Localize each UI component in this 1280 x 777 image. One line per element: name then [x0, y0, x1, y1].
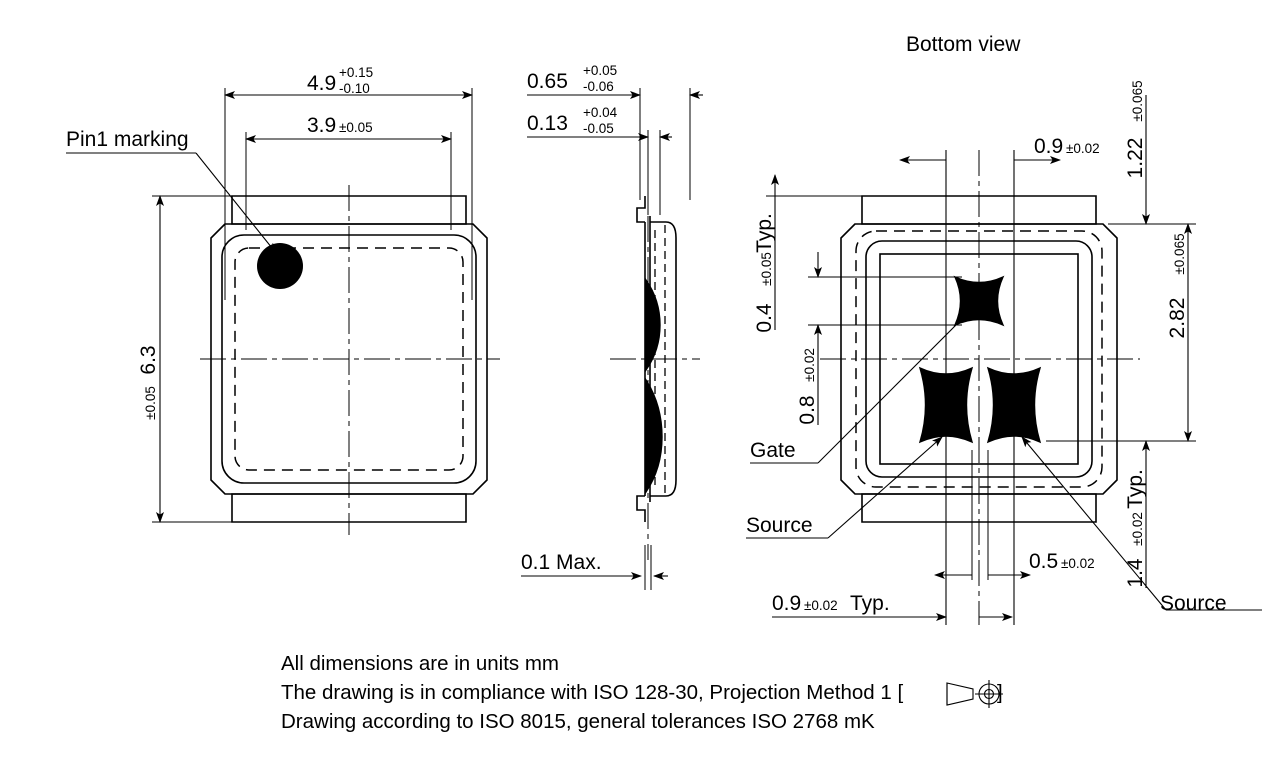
bottom-view-body-outline — [840, 223, 1118, 495]
source-label-right: Source — [1160, 592, 1227, 615]
top-view: 4.9 +0.15 -0.10 3.9 ±0.05 6.3 ±0.05 — [66, 65, 500, 535]
note-line-1: All dimensions are in units mm — [281, 652, 559, 675]
side-view-pad-lower — [645, 377, 663, 495]
side-view-tab-top — [636, 196, 646, 223]
dim-top-width-outer-value: 4.9 — [307, 72, 336, 95]
dim-edge-to-pad-top-value: 0.4 — [753, 303, 776, 333]
dim-gate-offset-top-tol: ±0.065 — [1130, 80, 1145, 121]
dim-source-pad-width-tol: ±0.02 — [804, 598, 838, 613]
first-angle-projection-symbol — [946, 680, 1003, 708]
dim-gate-offset-top — [1108, 95, 1196, 225]
side-view-pad-upper — [645, 277, 661, 373]
source-label-left: Source — [746, 514, 813, 537]
dim-gate-offset-top-value: 1.22 — [1124, 138, 1147, 179]
dim-side-standoff-tol-lower: -0.05 — [583, 121, 614, 136]
dim-top-width-inner-value: 3.9 — [307, 114, 336, 137]
pin1-marking-dot — [257, 243, 303, 289]
note-line-2a: The drawing is in compliance with ISO 12… — [281, 681, 903, 704]
dim-source-gap-value: 0.5 — [1029, 550, 1058, 573]
top-view-width-extensions — [224, 88, 473, 300]
dim-top-height-tol: ±0.05 — [143, 386, 158, 420]
top-view-body-outline — [210, 223, 488, 495]
dim-top-height-extensions — [152, 195, 232, 523]
dim-edge-to-pad-top-suffix: Typ. — [753, 213, 776, 253]
dim-gate-pad-height — [808, 252, 962, 425]
pin1-marking-label: Pin1 marking — [66, 128, 189, 151]
dim-source-pad-width-suffix: Typ. — [850, 592, 890, 615]
source-left-leader — [746, 436, 943, 539]
bottom-view: Bottom view 0.9 ±0.02 — [746, 33, 1262, 625]
note-line-3: Drawing according to ISO 8015, general t… — [281, 710, 875, 733]
dim-source-pad-height-tol: ±0.02 — [1130, 512, 1145, 546]
source-right-leader — [1021, 436, 1262, 611]
dim-top-width-inner-tol: ±0.05 — [339, 120, 373, 135]
dim-source-pad-width-value: 0.9 — [772, 592, 801, 615]
dim-source-span-value: 2.82 — [1166, 298, 1189, 339]
side-view-tab-bottom — [636, 495, 646, 522]
dim-side-standoff-tol-upper: +0.04 — [583, 105, 618, 120]
dim-source-pad-height — [1046, 440, 1152, 588]
dim-side-thickness-value: 0.65 — [527, 70, 568, 93]
notes-block: All dimensions are in units mm The drawi… — [281, 652, 1003, 733]
dim-side-standoff-value: 0.13 — [527, 112, 568, 135]
dim-edge-to-pad-top — [766, 174, 864, 330]
side-view: 0.65 +0.05 -0.06 0.13 +0.04 -0.05 — [521, 63, 703, 590]
dim-source-gap — [934, 450, 1031, 580]
dim-side-thickness-tol-lower: -0.06 — [583, 79, 614, 94]
dim-side-coplanarity — [521, 545, 668, 590]
pin1-leader — [66, 152, 277, 254]
gate-label: Gate — [750, 439, 796, 462]
dim-side-coplanarity-text: 0.1 Max. — [521, 551, 602, 574]
dim-source-span-tol: ±0.065 — [1172, 233, 1187, 274]
dim-top-height-value: 6.3 — [137, 345, 160, 374]
dim-source-pad-height-suffix: Typ. — [1124, 469, 1147, 509]
dim-gate-pad-width-value: 0.9 — [1034, 135, 1063, 158]
dim-source-gap-tol: ±0.02 — [1061, 556, 1095, 571]
dim-top-width-outer-tol-lower: -0.10 — [339, 81, 370, 96]
note-line-2b: ] — [997, 681, 1003, 704]
dim-gate-pad-height-value: 0.8 — [796, 395, 819, 424]
dim-gate-pad-width-tol: ±0.02 — [1066, 141, 1100, 156]
bottom-view-title: Bottom view — [906, 33, 1021, 56]
gate-pad — [953, 275, 1005, 327]
gate-leader — [750, 312, 969, 464]
dim-edge-to-pad-top-tol: ±0.05 — [759, 252, 774, 286]
dim-side-thickness-tol-upper: +0.05 — [583, 63, 617, 78]
dim-gate-pad-height-tol: ±0.02 — [802, 348, 817, 382]
dim-top-width-outer-tol-upper: +0.15 — [339, 65, 373, 80]
